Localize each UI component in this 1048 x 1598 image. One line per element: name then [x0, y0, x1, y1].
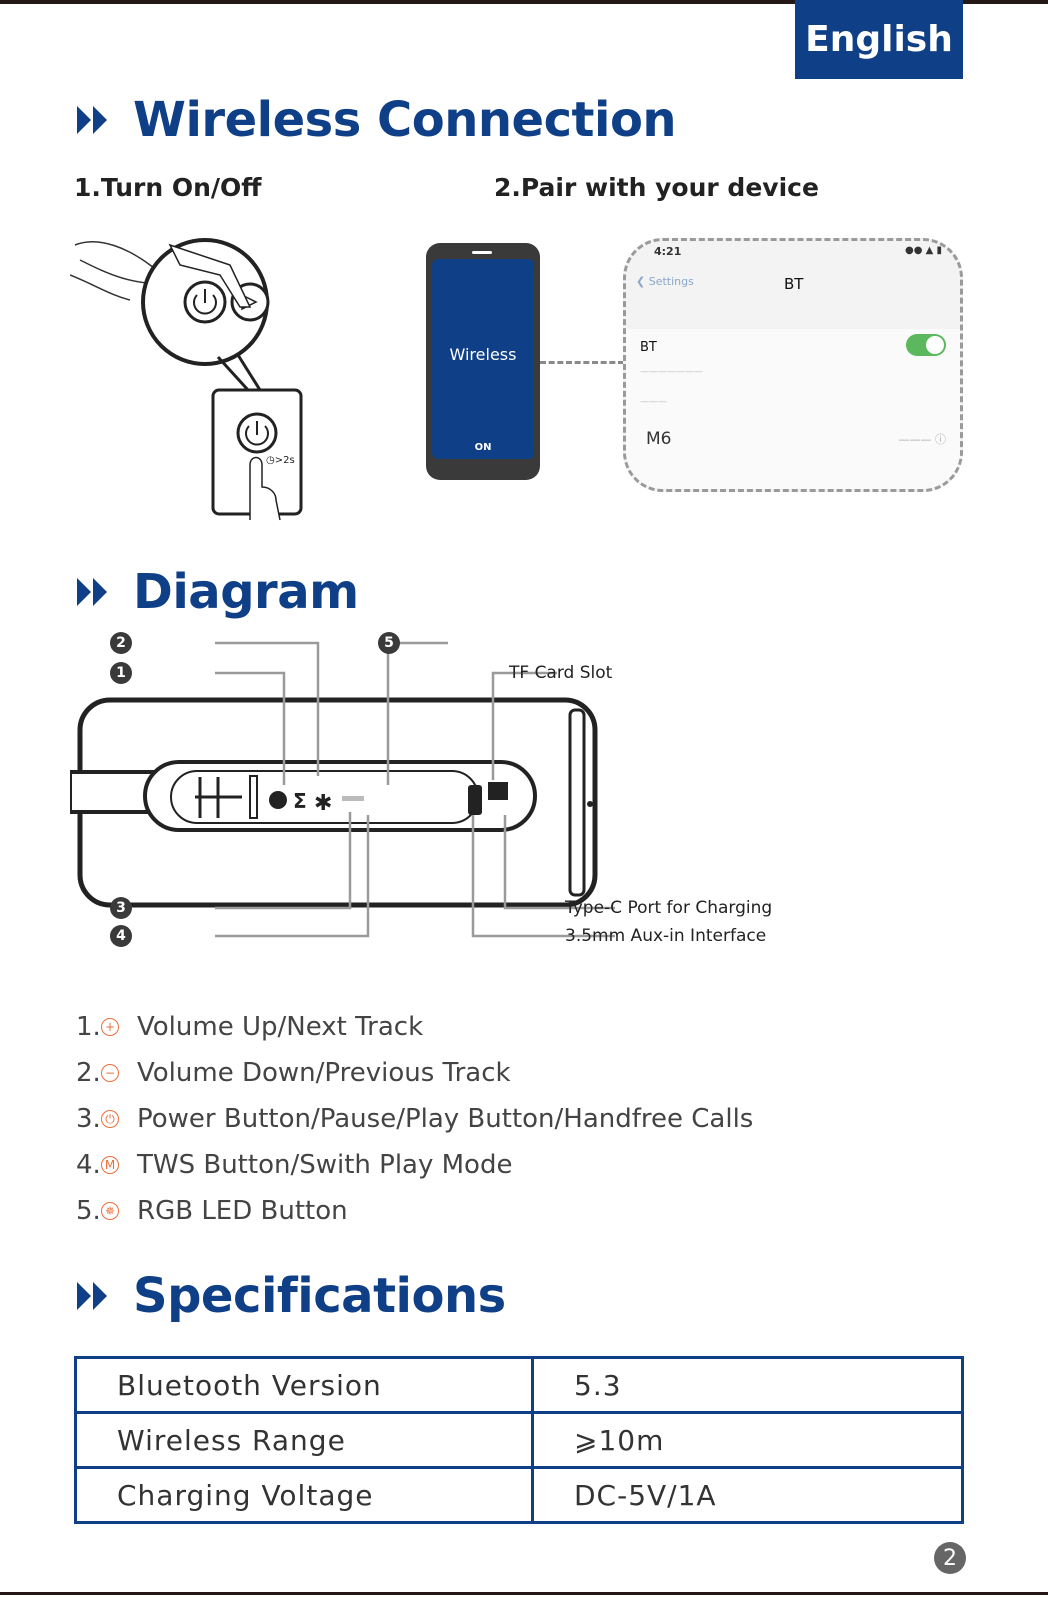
table-row: Charging Voltage DC-5V/1A — [74, 1466, 964, 1524]
faint-text-line: ——— — [640, 397, 667, 407]
page-number: 2 — [934, 1542, 966, 1574]
list-text: Volume Up/Next Track — [137, 1012, 424, 1042]
marker-5: 5 — [378, 632, 400, 654]
step1-label: 1.Turn On/Off — [74, 173, 262, 202]
device-name[interactable]: M6 — [646, 429, 672, 449]
list-number: 4. — [76, 1150, 101, 1180]
top-rule — [0, 0, 1048, 4]
settings-back-link[interactable]: ❮ Settings — [636, 275, 694, 288]
specs-title-text: Specifications — [133, 1268, 506, 1324]
settings-nav-title: BT — [784, 275, 804, 293]
spec-name: Wireless Range — [74, 1411, 534, 1469]
phone-title: Wireless — [449, 345, 517, 364]
power-icon: ⏻ — [101, 1110, 119, 1128]
bt-settings-screen: 4:21 ●● ▲ ▮ ❮ Settings BT BT ——————— ———… — [623, 238, 963, 492]
phone-screen: Wireless ON — [432, 259, 534, 459]
marker-1: 1 — [110, 662, 132, 684]
status-time: 4:21 — [654, 245, 682, 258]
tf-card-label: TF Card Slot — [509, 663, 613, 683]
spec-value: 5.3 — [531, 1356, 964, 1414]
table-row: Wireless Range ⩾10m — [74, 1411, 964, 1469]
phone-notch — [472, 251, 492, 254]
status-icons: ●● ▲ ▮ — [904, 245, 942, 256]
rgb-light-icon: ✵ — [101, 1202, 119, 1220]
list-item: 3. ⏻ Power Button/Pause/Play Button/Hand… — [76, 1104, 753, 1134]
back-label: Settings — [648, 275, 694, 288]
spec-name: Charging Voltage — [74, 1466, 534, 1524]
bt-toggle[interactable] — [906, 334, 946, 356]
spec-name: Bluetooth Version — [74, 1356, 534, 1414]
table-row: Bluetooth Version 5.3 — [74, 1356, 964, 1414]
turn-on-illustration: ◷>2s — [70, 238, 303, 521]
plus-icon: + — [101, 1018, 119, 1036]
type-c-label: Type-C Port for Charging — [565, 898, 773, 918]
svg-text:Σ: Σ — [293, 789, 307, 813]
double-arrow-icon — [77, 1282, 107, 1310]
double-arrow-icon — [77, 106, 107, 134]
list-text: RGB LED Button — [137, 1196, 348, 1226]
step2-label: 2.Pair with your device — [494, 173, 819, 202]
specs-section-title: Specifications — [75, 1268, 506, 1324]
bt-setting-name: BT — [640, 340, 657, 355]
list-item: 2. − Volume Down/Previous Track — [76, 1058, 511, 1088]
marker-3: 3 — [110, 897, 132, 919]
list-number: 3. — [76, 1104, 101, 1134]
aux-label: 3.5mm Aux-in Interface — [565, 926, 767, 946]
marker-2: 2 — [110, 632, 132, 654]
double-arrow-icon — [77, 578, 107, 606]
svg-text:✱: ✱ — [314, 791, 332, 816]
spec-value: DC-5V/1A — [531, 1466, 964, 1524]
list-text: TWS Button/Swith Play Mode — [137, 1150, 513, 1180]
phone-status: ON — [474, 442, 492, 453]
list-item: 5. ✵ RGB LED Button — [76, 1196, 348, 1226]
specs-table: Bluetooth Version 5.3 Wireless Range ⩾10… — [74, 1356, 964, 1524]
phone-illustration: Wireless ON — [426, 243, 540, 480]
toggle-knob — [926, 336, 944, 354]
marker-4: 4 — [110, 925, 132, 947]
list-text: Power Button/Pause/Play Button/Handfree … — [137, 1104, 754, 1134]
spec-value: ⩾10m — [531, 1411, 964, 1469]
mode-icon: M — [101, 1156, 119, 1174]
connect-info-icon[interactable]: ——— ⓘ — [898, 433, 947, 446]
settings-panel — [626, 329, 960, 489]
list-item: 1. + Volume Up/Next Track — [76, 1012, 423, 1042]
list-text: Volume Down/Previous Track — [137, 1058, 511, 1088]
diagram-section-title: Diagram — [75, 564, 359, 620]
language-tab: English — [795, 0, 963, 79]
diagram-title-text: Diagram — [133, 564, 359, 620]
list-number: 5. — [76, 1196, 101, 1226]
wireless-section-title: Wireless Connection — [75, 92, 677, 148]
bottom-rule — [0, 1592, 1048, 1595]
list-number: 1. — [76, 1012, 101, 1042]
faint-text-line: ——————— — [640, 367, 703, 377]
hold-2s-text: ◷>2s — [266, 455, 295, 466]
wireless-title-text: Wireless Connection — [133, 92, 677, 148]
speaker-diagram: Σ ✱ — [70, 641, 615, 938]
list-item: 4. M TWS Button/Swith Play Mode — [76, 1150, 512, 1180]
pair-dashed-line — [540, 361, 624, 364]
list-number: 2. — [76, 1058, 101, 1088]
back-chevron-icon: ❮ — [636, 275, 646, 288]
minus-icon: − — [101, 1064, 119, 1082]
